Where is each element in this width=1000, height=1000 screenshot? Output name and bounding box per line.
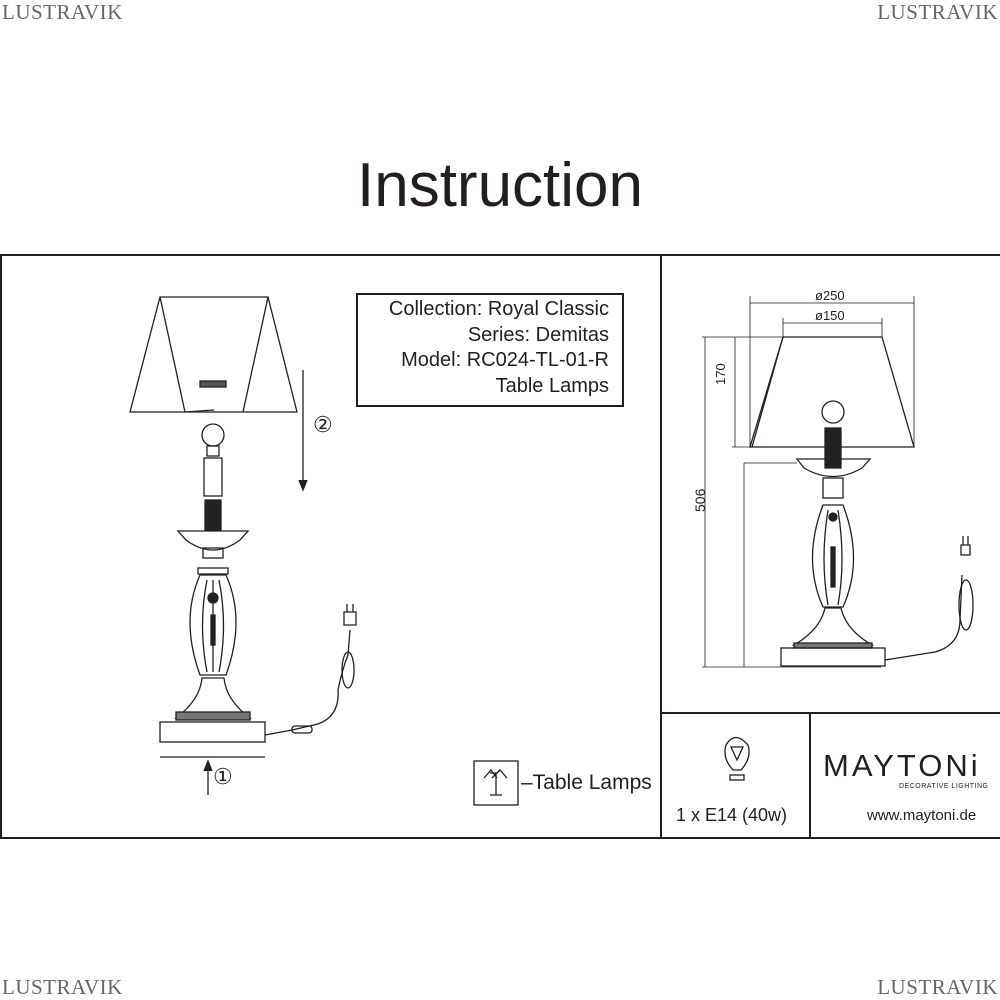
brand-logo: MAYTONi	[823, 748, 981, 783]
step-1-label: ①	[213, 764, 233, 789]
page-title: Instruction	[356, 151, 644, 220]
model-label: Model: RC024-TL-01-R	[401, 349, 609, 371]
collection-label: Collection: Royal Classic	[388, 298, 609, 320]
type-label: Table Lamps	[495, 374, 609, 397]
divider	[809, 712, 811, 837]
shade-height-label: 170	[713, 363, 728, 385]
total-height-label: 506	[692, 488, 708, 512]
exploded-lamp-drawing	[129, 296, 357, 795]
instruction-frame	[0, 254, 1000, 839]
watermark-bottom-right: LUSTRAVIK	[877, 975, 998, 999]
watermark-top-left: LUSTRAVIK	[2, 0, 123, 24]
table-lamp-legend-icon	[473, 760, 519, 806]
brand-url[interactable]: www.maytoni.de	[867, 807, 977, 824]
outer-diameter-label: ø250	[815, 288, 845, 303]
dimensioned-lamp-drawing	[702, 296, 974, 668]
watermark-top-right: LUSTRAVIK	[877, 0, 998, 24]
bulb-icon	[201, 423, 225, 447]
series-label: Series: Demitas	[467, 323, 609, 346]
legend-label: –Table Lamps	[521, 771, 652, 794]
brand-tagline: DECORATIVE LIGHTING	[899, 783, 989, 790]
bulb-spec: 1 x E14 (40w)	[676, 805, 788, 825]
watermark-bottom-left: LUSTRAVIK	[2, 975, 123, 999]
step-2-label: ②	[313, 412, 333, 437]
inner-diameter-label: ø150	[815, 308, 845, 323]
divider	[660, 254, 662, 837]
bulb-spec-icon	[724, 736, 750, 781]
product-info-box: Collection: Royal Classic Series: Demita…	[356, 293, 624, 407]
divider	[660, 712, 1000, 714]
